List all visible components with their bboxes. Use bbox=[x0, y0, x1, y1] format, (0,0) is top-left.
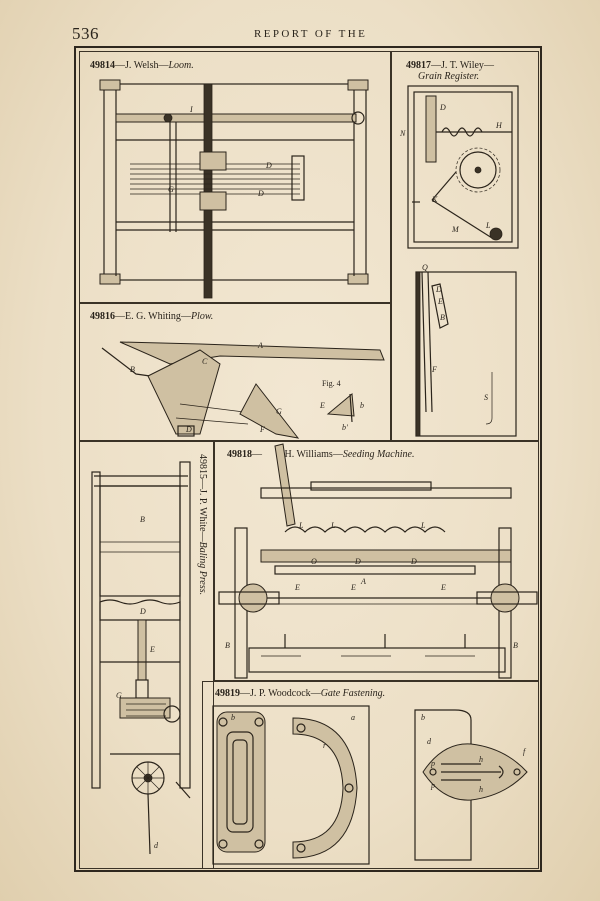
figure-loom: 49814—J. Welsh—Loom. bbox=[79, 51, 391, 303]
gate-fastening-label-7: p bbox=[430, 781, 435, 790]
baling-press-drawing: B D E G d bbox=[91, 461, 191, 855]
running-head: REPORT OF THE bbox=[254, 28, 368, 40]
seeding-machine-label-7: E bbox=[294, 583, 300, 592]
gate-fastening-label-8: h bbox=[479, 755, 483, 764]
plow-inset-label-e: E bbox=[319, 401, 325, 410]
grain-register-label-2: N bbox=[399, 129, 406, 138]
figure-plow: 49816—E. G. Whiting—Plow. A B C G D F Fi… bbox=[79, 303, 391, 441]
grain-register-label-7: Q bbox=[422, 263, 428, 272]
seeding-machine-label-9: A bbox=[360, 577, 366, 586]
grain-register-label-4: K bbox=[431, 195, 438, 204]
figure-seeding-machine: 49818— H. Williams—Seeding Machine. bbox=[214, 441, 539, 681]
grain-register-caption: 49817—J. T. Wiley— bbox=[406, 60, 494, 71]
page-number: 536 bbox=[72, 24, 99, 43]
figure-gate-fastening: 49819—J. P. Woodcock—Gate Fastening. b a… bbox=[202, 681, 539, 869]
seeding-machine-label-11: B bbox=[225, 641, 230, 650]
baling-press-label-5: d bbox=[154, 841, 159, 850]
plow-caption: 49816—E. G. Whiting—Plow. bbox=[90, 311, 214, 322]
seeding-machine-drawing: L L L O D D E E A E B B bbox=[218, 443, 538, 679]
loom-patent-number: 49814 bbox=[90, 60, 115, 71]
plow-inset-label: Fig. 4 bbox=[322, 379, 341, 388]
loom-title: Loom. bbox=[168, 60, 194, 71]
seeding-machine-label-4: O bbox=[311, 557, 317, 566]
plow-label-3: C bbox=[202, 357, 208, 366]
loom-caption: 49814—J. Welsh—Loom. bbox=[90, 60, 194, 71]
grain-register-title: Grain Register. bbox=[418, 71, 480, 82]
gate-fastening-label-3: r bbox=[323, 741, 327, 750]
seeding-machine-label-2: L bbox=[330, 521, 336, 530]
plow-label-1: A bbox=[257, 341, 263, 350]
plow-patent-number: 49816 bbox=[90, 311, 115, 322]
baling-press-label-1: B bbox=[140, 515, 145, 524]
gate-fastening-label-2: a bbox=[351, 713, 355, 722]
seeding-machine-patent-number: 49818 bbox=[227, 449, 252, 460]
gate-fastening-label-9: h bbox=[479, 785, 483, 794]
grain-register-label-3: H bbox=[495, 121, 503, 130]
seeding-machine-label-12: B bbox=[513, 641, 518, 650]
loom-label-3: D bbox=[257, 189, 264, 198]
loom-label-4: G bbox=[168, 185, 174, 194]
gate-fastening-label-10: f bbox=[523, 747, 527, 756]
grain-register-label-6: L bbox=[485, 221, 491, 230]
seeding-machine-label-3: L bbox=[420, 521, 426, 530]
loom-drawing: I D D G bbox=[99, 79, 369, 299]
grain-register-label-9: E bbox=[437, 297, 443, 306]
grain-register-patent-number: 49817 bbox=[406, 60, 431, 71]
seeding-machine-title: Seeding Machine. bbox=[342, 449, 415, 460]
gate-fastening-caption: 49819—J. P. Woodcock—Gate Fastening. bbox=[215, 688, 386, 699]
patent-plate: 49814—J. Welsh—Loom. bbox=[74, 46, 542, 872]
plow-label-4: G bbox=[276, 407, 282, 416]
plow-label-5: D bbox=[185, 425, 192, 434]
plow-inset-label-b: b bbox=[360, 401, 364, 410]
figure-baling-press: 49815—J. P. White—Baling Press. bbox=[79, 441, 214, 869]
gate-fastening-label-5: d bbox=[427, 737, 432, 746]
plow-label-6: F bbox=[259, 425, 265, 434]
plow-title: Plow. bbox=[190, 311, 214, 322]
gate-fastening-patent-number: 49819 bbox=[215, 688, 240, 699]
figure-grain-register: 49817—J. T. Wiley— Grain Register. D N bbox=[391, 51, 539, 441]
plow-drawing: A B C G D F Fig. 4 E b b' bbox=[101, 341, 385, 439]
plow-inventor: E. G. Whiting bbox=[125, 311, 181, 322]
grain-register-title-line: Grain Register. bbox=[418, 71, 479, 82]
gate-fastening-label-1: b bbox=[231, 713, 235, 722]
seeding-machine-label-10: E bbox=[440, 583, 446, 592]
grain-register-label-12: S bbox=[484, 393, 488, 402]
plow-label-2: B bbox=[130, 365, 135, 374]
loom-inventor: J. Welsh bbox=[125, 60, 159, 71]
seeding-machine-label-6: D bbox=[410, 557, 417, 566]
seeding-machine-label-8: E bbox=[350, 583, 356, 592]
grain-register-label-11: F bbox=[431, 365, 437, 374]
grain-register-label-1: D bbox=[439, 103, 446, 112]
baling-press-label-2: D bbox=[139, 607, 146, 616]
gate-fastening-title: Gate Fastening. bbox=[320, 688, 386, 699]
gate-fastening-inventor: J. P. Woodcock bbox=[250, 688, 311, 699]
seeding-machine-label-5: D bbox=[354, 557, 361, 566]
baling-press-label-3: E bbox=[149, 645, 155, 654]
plow-inset-label-b-prime: b' bbox=[342, 423, 348, 432]
gate-fastening-label-4: b bbox=[421, 713, 425, 722]
loom-label-1: I bbox=[189, 105, 193, 114]
seeding-machine-caption: 49818— H. Williams—Seeding Machine. bbox=[227, 449, 415, 460]
gate-fastening-label-6: p bbox=[430, 759, 435, 768]
grain-register-inventor: J. T. Wiley bbox=[441, 60, 484, 71]
baling-press-label-4: G bbox=[116, 691, 122, 700]
grain-register-label-10: B bbox=[440, 313, 445, 322]
gate-fastening-drawing: b a r b d p p h h f bbox=[212, 705, 528, 865]
grain-register-drawing: D N H K M L Q D E B F S bbox=[399, 85, 519, 437]
grain-register-label-5: M bbox=[451, 225, 460, 234]
loom-label-2: D bbox=[265, 161, 272, 170]
grain-register-label-8: D bbox=[435, 285, 442, 294]
seeding-machine-label-1: L bbox=[298, 521, 304, 530]
seeding-machine-inventor: H. Williams bbox=[284, 449, 333, 460]
